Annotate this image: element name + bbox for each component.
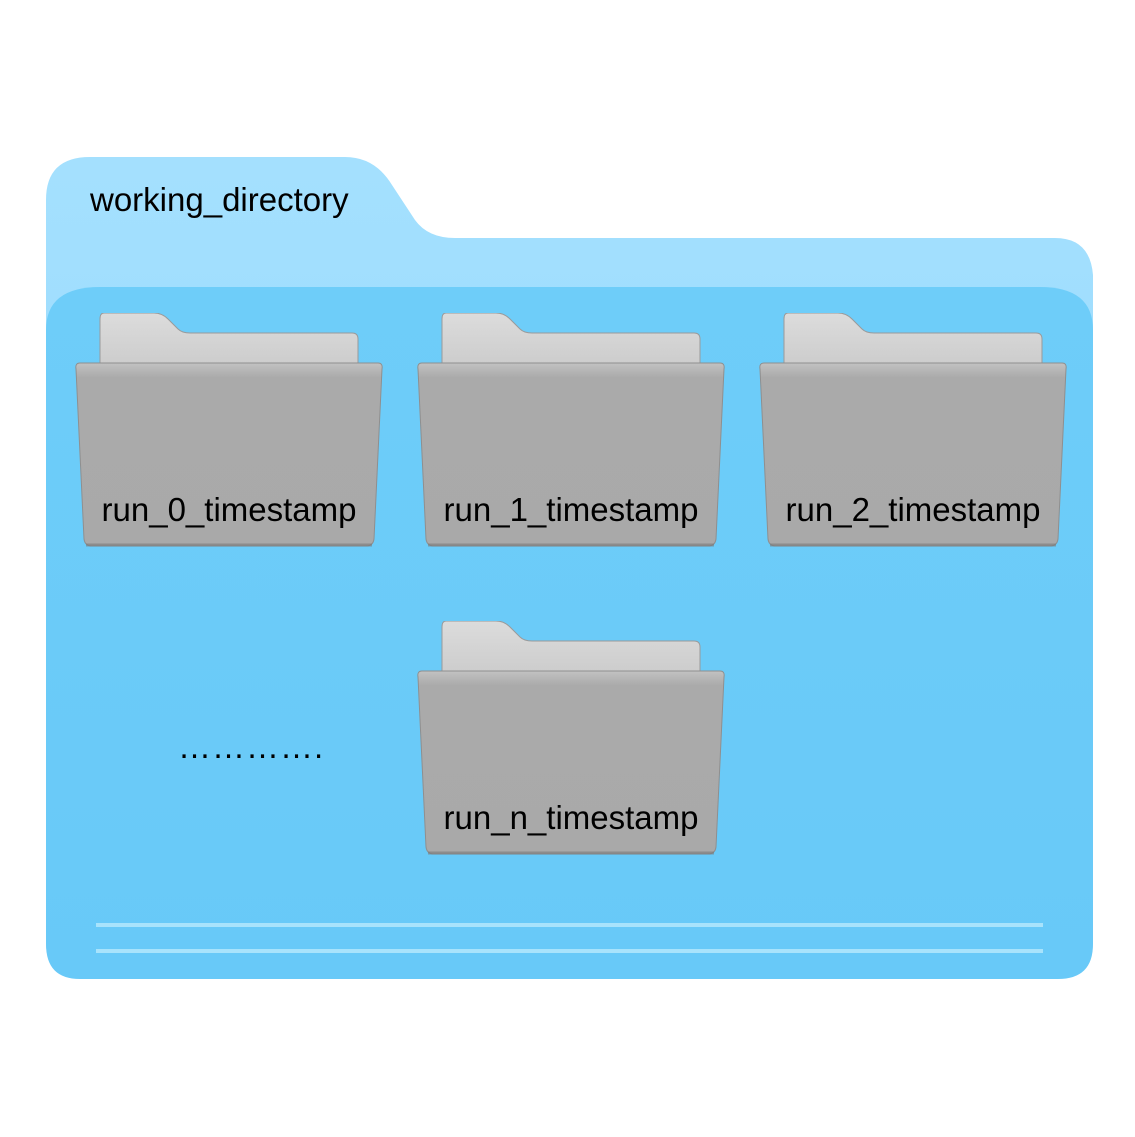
sub-folder-run-2[interactable]: run_2_timestamp [758, 313, 1068, 563]
folder-icon [759, 313, 1067, 547]
sub-folder-label: run_2_timestamp [785, 491, 1041, 528]
sub-folder-label: run_n_timestamp [443, 799, 699, 836]
folder-icon [417, 621, 725, 855]
folder-icon [417, 313, 725, 547]
sub-folder-run-1[interactable]: run_1_timestamp [416, 313, 726, 563]
folder-icon [75, 313, 383, 547]
sub-folder-run-n[interactable]: run_n_timestamp [416, 621, 726, 871]
sub-folder-run-0[interactable]: run_0_timestamp [74, 313, 384, 563]
sub-folder-label: run_1_timestamp [443, 491, 699, 528]
ellipsis-text: …………. [178, 728, 325, 765]
sub-folder-label: run_0_timestamp [101, 491, 357, 528]
parent-folder-label: working_directory [90, 181, 349, 218]
